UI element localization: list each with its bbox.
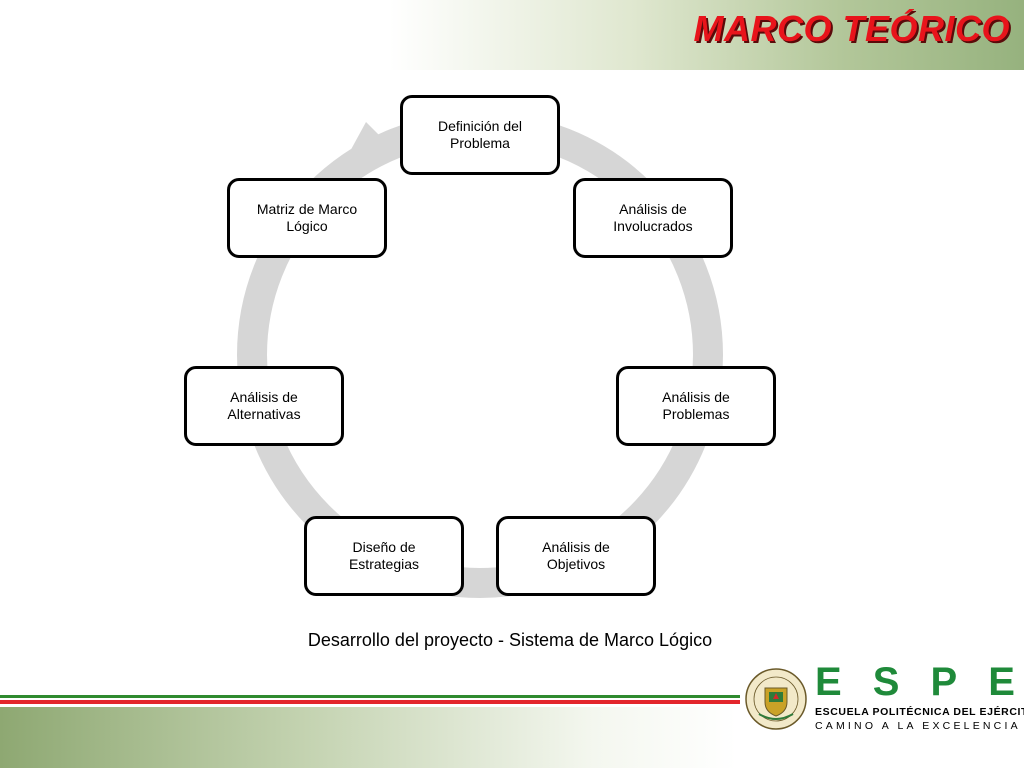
- diagram-caption: Desarrollo del proyecto - Sistema de Mar…: [307, 630, 713, 650]
- divider-red: [0, 700, 740, 704]
- espe-logo: E S P E ESCUELA POLITÉCNICA DEL EJÉRCITO…: [745, 660, 1024, 738]
- espe-seal-icon: [745, 668, 807, 730]
- node-label-line2: Objetivos: [546, 556, 606, 572]
- node-label-line1: Análisis de: [230, 389, 298, 405]
- node-label-line1: Matriz de Marco: [256, 201, 358, 217]
- cycle-node-analisis-alternativas: Análisis de Alternativas: [184, 366, 344, 446]
- node-label-line1: Definición del: [437, 118, 523, 134]
- institution-name: ESCUELA POLITÉCNICA DEL EJÉRCITO: [815, 706, 1024, 718]
- node-label-line2: Lógico: [286, 218, 328, 234]
- wordmark-letter: S: [872, 660, 900, 704]
- node-label-line2: Alternativas: [227, 406, 301, 422]
- cycle-arrowhead: [342, 122, 392, 166]
- wordmark-letter: E: [815, 660, 842, 704]
- node-label-line1: Análisis de: [662, 389, 730, 405]
- node-label-line2: Involucrados: [613, 218, 693, 234]
- wordmark-letter: E: [988, 660, 1015, 704]
- espe-wordmark: E S P E: [815, 660, 1015, 704]
- cycle-node-definicion-problema: Definición del Problema: [400, 95, 560, 175]
- node-label-line2: Problemas: [662, 406, 730, 422]
- wordmark-letter: P: [930, 660, 958, 704]
- node-label-line2: Problema: [450, 135, 510, 151]
- node-label-line2: Estrategias: [348, 556, 420, 572]
- cycle-node-diseno-estrategias: Diseño de Estrategias: [304, 516, 464, 596]
- cycle-node-analisis-objetivos: Análisis de Objetivos: [496, 516, 656, 596]
- node-label-line1: Análisis de: [542, 539, 610, 555]
- divider-green: [0, 695, 740, 698]
- institution-motto: CAMINO A LA EXCELENCIA: [815, 720, 1021, 732]
- header-band: [0, 0, 1024, 70]
- node-label-line1: Diseño de: [352, 539, 416, 555]
- slide-title: MARCO TEÓRICO: [693, 8, 1010, 49]
- cycle-node-analisis-problemas: Análisis de Problemas: [616, 366, 776, 446]
- node-label-line1: Análisis de: [619, 201, 687, 217]
- footer-band: [0, 707, 1024, 768]
- cycle-node-analisis-involucrados: Análisis de Involucrados: [573, 178, 733, 258]
- cycle-node-matriz-marco-logico: Matriz de Marco Lógico: [227, 178, 387, 258]
